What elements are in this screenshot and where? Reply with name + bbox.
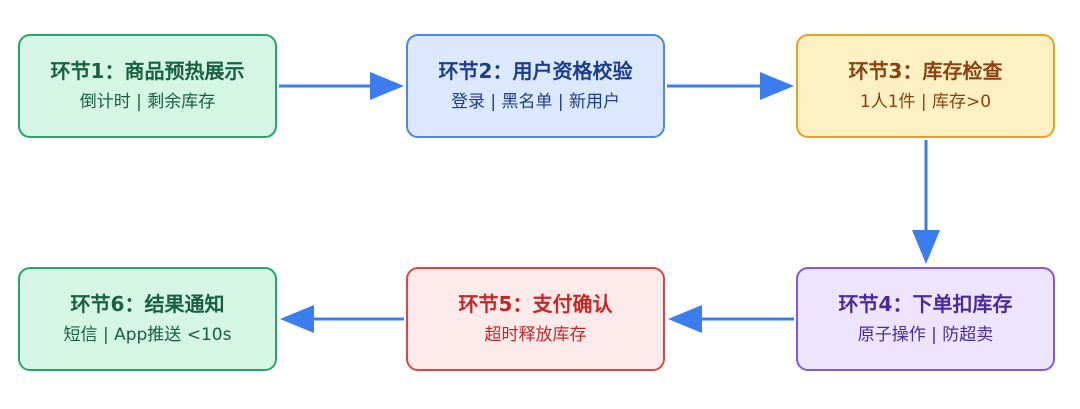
arrowhead-step1-to-step2: [370, 72, 404, 100]
step-node-5: 环节5：支付确认 超时释放库存: [406, 267, 665, 371]
step-6-title: 环节6：结果通知: [70, 292, 225, 316]
step-node-6: 环节6：结果通知 短信 | App推送 <10s: [18, 267, 277, 371]
step-node-4: 环节4：下单扣库存 原子操作 | 防超卖: [796, 267, 1055, 371]
step-3-subtitle: 1人1件 | 库存>0: [859, 92, 992, 112]
arrowhead-step2-to-step3: [760, 72, 794, 100]
step-2-title: 环节2：用户资格校验: [438, 59, 633, 83]
arrowhead-step4-to-step5: [668, 305, 702, 333]
step-2-subtitle: 登录 | 黑名单 | 新用户: [450, 92, 621, 112]
step-node-1: 环节1：商品预热展示 倒计时 | 剩余库存: [18, 34, 277, 138]
step-3-title: 环节3：库存检查: [848, 59, 1003, 83]
arrowhead-step5-to-step6: [280, 305, 314, 333]
step-4-subtitle: 原子操作 | 防超卖: [857, 325, 994, 345]
step-1-subtitle: 倒计时 | 剩余库存: [79, 92, 216, 112]
step-node-3: 环节3：库存检查 1人1件 | 库存>0: [796, 34, 1055, 138]
step-node-2: 环节2：用户资格校验 登录 | 黑名单 | 新用户: [406, 34, 665, 138]
step-5-subtitle: 超时释放库存: [484, 325, 587, 345]
arrowhead-step3-to-step4: [912, 230, 940, 264]
step-5-title: 环节5：支付确认: [458, 292, 613, 316]
step-4-title: 环节4：下单扣库存: [838, 292, 1013, 316]
step-1-title: 环节1：商品预热展示: [50, 59, 245, 83]
step-6-subtitle: 短信 | App推送 <10s: [63, 325, 232, 345]
